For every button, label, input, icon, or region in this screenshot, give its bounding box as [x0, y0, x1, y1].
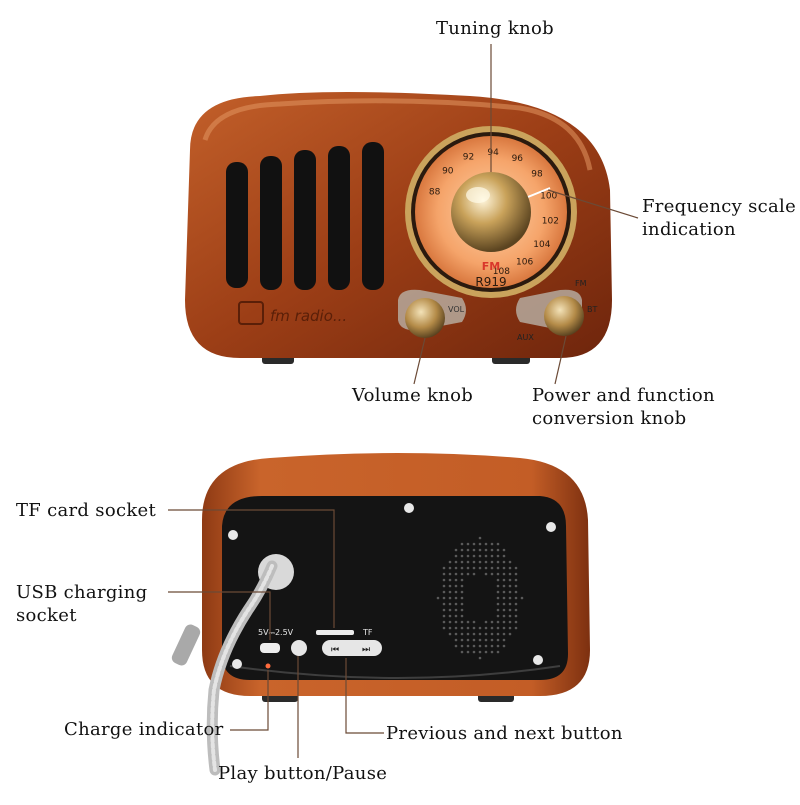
band-label: FM: [482, 260, 500, 273]
charge-indicator-light: [265, 663, 271, 669]
power-function-label-line1: Power and function: [532, 385, 715, 406]
usb-charging-label-line2: socket: [16, 605, 77, 626]
tuning-knob-label: Tuning knob: [436, 18, 554, 39]
prev-next-callout-line: [345, 658, 384, 734]
back-panel: [222, 496, 568, 680]
scale-number: 90: [442, 166, 454, 176]
scale-number: 106: [516, 258, 533, 268]
charge-indicator-label: Charge indicator: [64, 719, 224, 740]
previous-next-button[interactable]: [322, 640, 382, 656]
bt-mode-label: BT: [587, 305, 597, 314]
rear-speaker-grille: [436, 536, 524, 660]
tf-card-socket-label: TF card socket: [16, 500, 157, 521]
previous-next-button-label: Previous and next button: [386, 723, 623, 744]
brand-logo-icon: [238, 301, 264, 325]
model-label: R919: [475, 275, 506, 289]
charge-callout-line: [230, 670, 269, 731]
frequency-scale-label-line1: Frequency scale: [642, 196, 797, 217]
scale-number: 96: [512, 154, 524, 164]
power-function-label-line2: conversion knob: [532, 408, 687, 429]
screw-hole: [232, 659, 242, 669]
power-function-knob[interactable]: [544, 296, 584, 336]
tf-card-socket[interactable]: [316, 630, 354, 635]
speaker-grille: [226, 142, 384, 290]
screw-hole: [546, 522, 556, 532]
tf-label: TF: [362, 628, 373, 637]
usb-charging-label-line1: USB charging: [16, 582, 148, 603]
front-highlight: [202, 98, 593, 171]
play-pause-label: Play button/Pause: [218, 763, 388, 784]
screw-hole: [533, 655, 543, 665]
frequency-scale-label-line2: indication: [642, 219, 736, 240]
scale-number: 100: [540, 192, 557, 202]
function-callout-line: [554, 335, 567, 385]
aux-mode-label: AUX: [517, 333, 534, 342]
scale-number: 102: [542, 216, 559, 226]
brand-text: fm radio...: [270, 307, 347, 325]
volume-knob-label: Volume knob: [352, 385, 474, 406]
scale-number: 94: [487, 148, 499, 158]
fm-mode-label: FM: [575, 279, 587, 288]
screw-hole: [228, 530, 238, 540]
vol-label: VOL: [448, 305, 465, 314]
tuning-knob[interactable]: [451, 172, 531, 252]
scale-number: 92: [463, 152, 474, 162]
usb-charging-socket[interactable]: [260, 643, 280, 653]
play-pause-button[interactable]: [291, 640, 307, 656]
tf-callout-line: [168, 509, 335, 628]
usb-callout-line: [168, 591, 271, 640]
volume-knob[interactable]: [405, 298, 445, 338]
scale-number: 88: [429, 188, 441, 198]
previous-icon: ⏮: [331, 645, 339, 655]
scale-number: 104: [533, 240, 550, 250]
scale-number: 108: [493, 267, 510, 277]
radio-back: 5V⎓2.5V TF ⏮ ⏭: [171, 453, 590, 776]
callout-lines: [168, 44, 639, 758]
next-icon: ⏭: [362, 645, 370, 655]
dc-label: 5V⎓2.5V: [258, 628, 294, 637]
volume-callout-line: [413, 337, 426, 385]
screw-hole: [404, 503, 414, 513]
frequency-callout-line: [547, 189, 639, 219]
cable-connector: [171, 624, 201, 666]
scale-number: 98: [531, 169, 543, 179]
